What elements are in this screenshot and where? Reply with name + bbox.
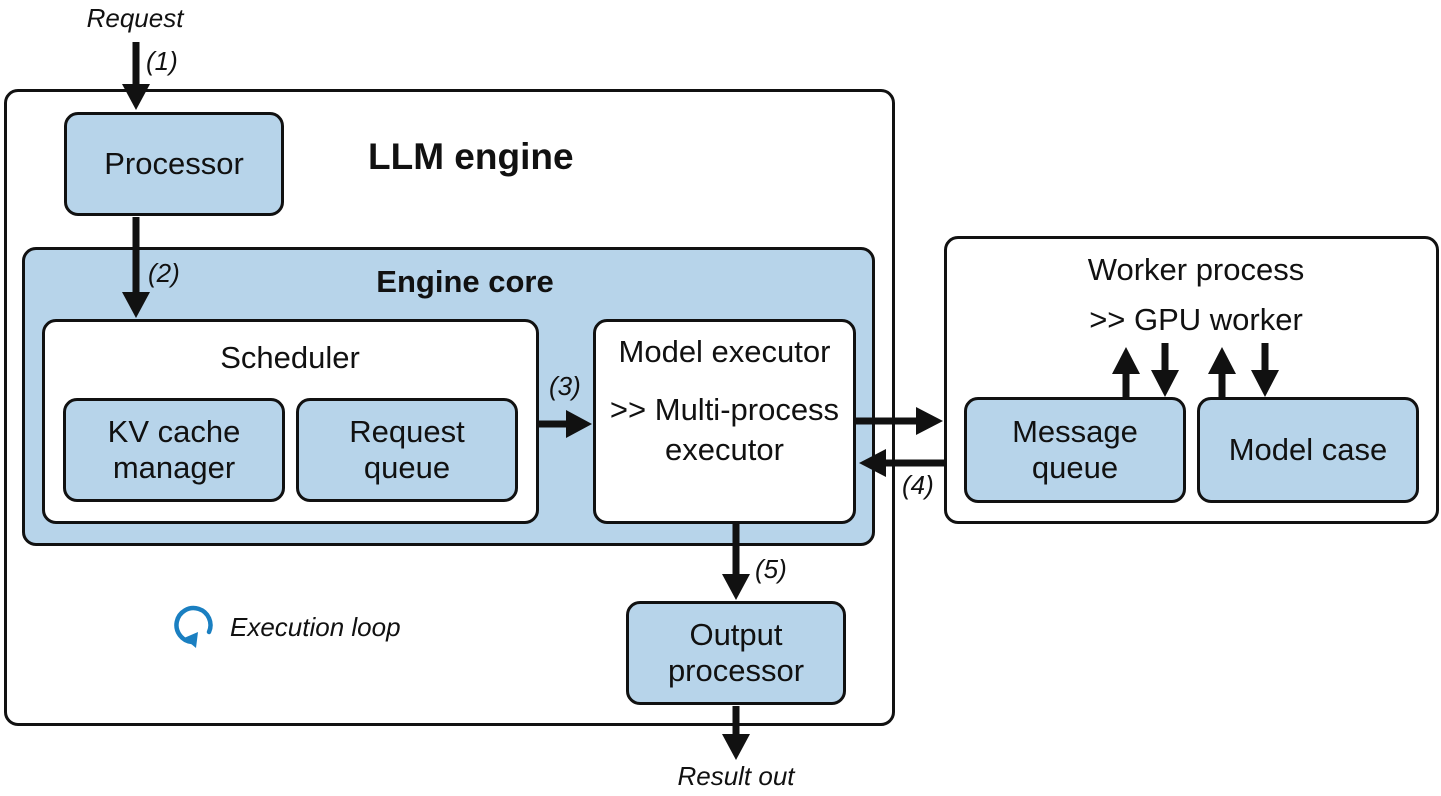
gpu-worker-subtitle: >> GPU worker [1089, 302, 1303, 337]
model-executor-box [593, 319, 856, 524]
execution-loop-label: Execution loop [230, 612, 401, 642]
step-4-label: (4) [902, 470, 934, 500]
model-case-box: Model case [1197, 397, 1419, 503]
processor-box: Processor [64, 112, 284, 216]
worker-process-title: Worker process [1087, 252, 1305, 287]
step-5-label: (5) [755, 554, 787, 584]
message-queue-box: Message queue [964, 397, 1186, 503]
llm-engine-title: LLM engine [368, 136, 574, 177]
output-processor-box: Output processor [626, 601, 846, 705]
request-queue-box: Request queue [296, 398, 518, 502]
engine-core-title: Engine core [376, 264, 554, 299]
step-3-label: (3) [549, 371, 581, 401]
step-1-label: (1) [146, 46, 178, 76]
scheduler-title: Scheduler [220, 340, 360, 375]
kv-cache-manager-box: KV cache manager [63, 398, 285, 502]
model-executor-subtitle: >> Multi-process executor [609, 392, 840, 467]
step-2-label: (2) [148, 258, 180, 288]
model-executor-title: Model executor [618, 334, 831, 369]
request-label: Request [86, 3, 184, 33]
loop-arrow-icon [174, 605, 213, 648]
result-out-label: Result out [677, 761, 795, 791]
